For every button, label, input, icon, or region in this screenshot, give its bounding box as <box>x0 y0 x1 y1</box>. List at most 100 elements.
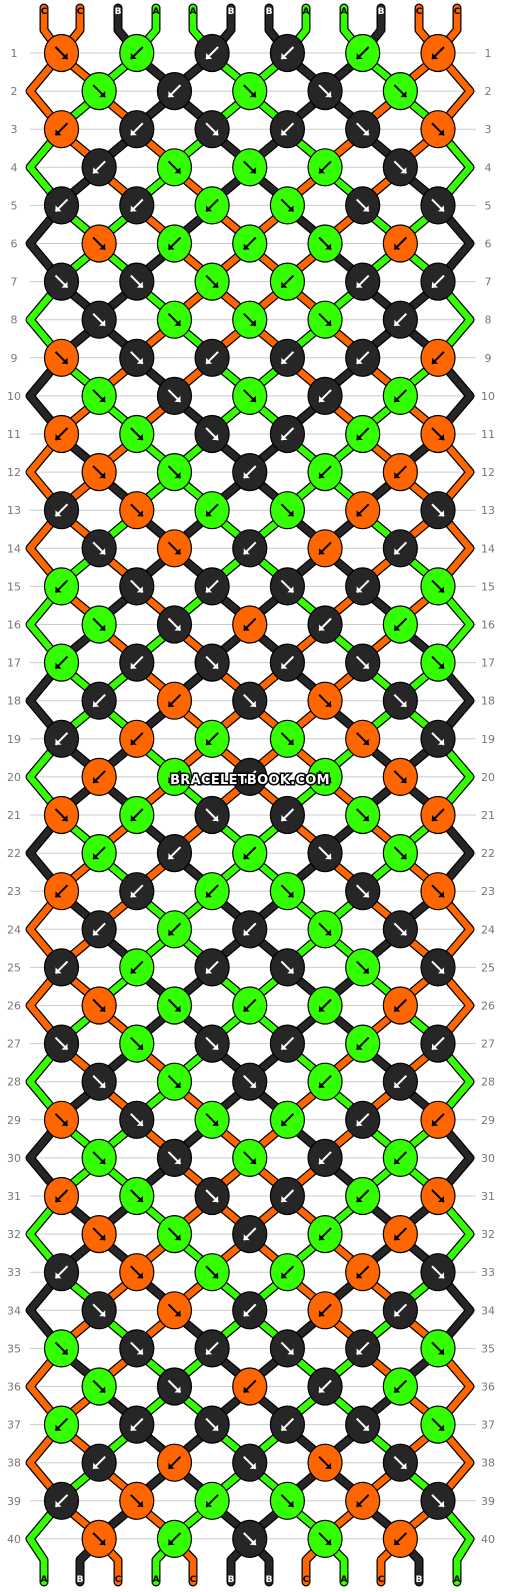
knot <box>43 1176 80 1216</box>
knot-arrow-head <box>206 1500 213 1507</box>
row-number-right: 25 <box>481 961 495 974</box>
row-number-left: 14 <box>7 542 21 555</box>
knot-arrow-head <box>168 700 175 707</box>
row-number-left: 16 <box>7 619 21 632</box>
row-number-left: 34 <box>7 1304 21 1317</box>
knot <box>269 643 305 682</box>
knot-arrow-head <box>432 1119 438 1126</box>
row-number-right: 1 <box>485 47 492 60</box>
knot <box>194 643 230 682</box>
knot <box>119 948 155 987</box>
knot-arrow-head <box>55 1272 62 1279</box>
knot <box>307 833 343 873</box>
knot <box>156 1138 193 1178</box>
knot <box>232 833 268 873</box>
knot-arrow-head <box>136 586 143 593</box>
knot <box>43 262 80 301</box>
knot-arrow-head <box>394 1157 401 1164</box>
row-numbers-left: 1234567891011121314151617181920212223242… <box>7 47 21 1546</box>
knot-arrow-head <box>99 548 106 555</box>
row-number-left: 37 <box>7 1419 21 1432</box>
knot <box>194 567 230 606</box>
knot-arrow-head <box>281 434 288 440</box>
knot <box>307 1367 343 1406</box>
knot-arrow-head <box>99 1005 106 1012</box>
knot <box>156 376 193 415</box>
knot-arrow-head <box>249 91 256 98</box>
knot <box>43 795 80 835</box>
knot-arrow-head <box>136 1196 143 1202</box>
knot <box>119 1481 155 1520</box>
strand-label-top: B <box>228 7 235 17</box>
knot-arrow-head <box>319 1157 326 1164</box>
knot <box>119 719 155 758</box>
knot <box>119 643 155 682</box>
knot <box>382 529 418 568</box>
knot-arrow-head <box>168 1538 175 1545</box>
knot-arrow-head <box>212 815 219 821</box>
row-number-right: 11 <box>481 428 495 441</box>
knot <box>81 148 117 187</box>
knot <box>156 681 193 720</box>
knot <box>382 1138 418 1178</box>
row-number-left: 3 <box>11 123 18 136</box>
knot-arrow-head <box>206 586 213 593</box>
knot <box>307 300 343 339</box>
strand-label-bottom: A <box>454 1575 461 1585</box>
knot <box>156 148 193 187</box>
knot-arrow-head <box>400 929 407 936</box>
row-number-right: 16 <box>481 619 495 632</box>
strand-label-top: C <box>454 7 461 17</box>
strand-label-top: A <box>341 7 348 17</box>
knot <box>382 681 418 720</box>
knot-arrow-head <box>394 243 401 250</box>
knot-arrow-head <box>287 205 294 212</box>
knot-arrow-head <box>325 1538 332 1545</box>
knot-arrow-head <box>249 167 256 174</box>
knot <box>81 71 117 111</box>
row-number-right: 23 <box>481 885 495 898</box>
knot-arrow-head <box>287 967 294 974</box>
knot-arrow-head <box>249 1157 256 1164</box>
knot <box>345 1253 381 1292</box>
knot-arrow-head <box>249 395 256 402</box>
row-number-right: 28 <box>481 1076 495 1089</box>
knot-arrow-head <box>362 967 369 974</box>
knot-arrow-head <box>212 1043 219 1050</box>
knot <box>269 567 305 606</box>
knot-arrow-head <box>136 1272 143 1279</box>
knot-arrow-head <box>174 167 181 174</box>
knot <box>345 1024 381 1063</box>
strand-label-bottom: C <box>378 1575 385 1585</box>
row-number-right: 24 <box>481 923 495 936</box>
knot <box>420 795 456 835</box>
knot-arrow-head <box>55 434 62 440</box>
row-number-right: 18 <box>481 695 495 708</box>
knot <box>269 33 305 73</box>
knot <box>420 1329 456 1368</box>
row-number-right: 32 <box>481 1228 495 1241</box>
knot-arrow-head <box>136 1119 143 1126</box>
knot-arrow-head <box>287 586 294 593</box>
knot-arrow-head <box>61 53 68 59</box>
knot <box>307 148 343 187</box>
knot <box>81 1062 117 1101</box>
knot <box>232 224 268 263</box>
knot-arrow-head <box>99 1386 106 1393</box>
knot-arrow-head <box>281 1196 288 1202</box>
row-number-left: 28 <box>7 1076 21 1089</box>
knot <box>156 453 193 492</box>
row-number-right: 22 <box>481 847 495 860</box>
knot-arrow-head <box>206 891 213 898</box>
strand-label-top: C <box>41 7 48 17</box>
knot-arrow-head <box>362 891 369 898</box>
row-number-right: 2 <box>485 85 492 98</box>
knot <box>269 872 305 911</box>
knot-arrow-head <box>55 1424 62 1431</box>
knot-arrow-head <box>394 1538 401 1545</box>
knot-arrow-head <box>356 1272 363 1279</box>
knot <box>420 567 456 606</box>
knot-arrow-head <box>130 662 137 669</box>
knot-arrow-head <box>174 548 181 555</box>
knot <box>345 1176 381 1216</box>
